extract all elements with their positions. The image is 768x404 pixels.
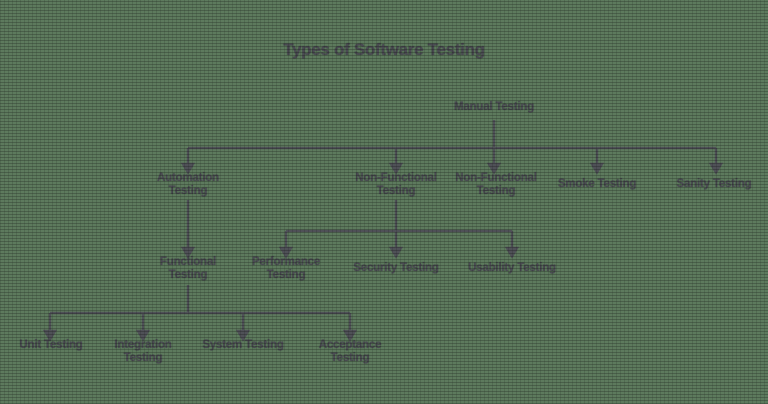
node-usability-testing[interactable]: Usability Testing xyxy=(468,262,556,274)
node-functional-testing[interactable]: Functional Testing xyxy=(159,256,217,281)
node-unit-testing[interactable]: Unit Testing xyxy=(19,339,83,351)
node-system-testing[interactable]: System Testing xyxy=(202,339,284,351)
page-title: Types of Software Testing xyxy=(283,40,485,59)
node-acceptance-testing[interactable]: Acceptance Testing xyxy=(318,339,382,364)
node-non-functional-testing-b[interactable]: Non-Functional Testing xyxy=(455,172,537,197)
node-automation-testing[interactable]: Automation Testing xyxy=(157,172,219,197)
node-sanity-testing[interactable]: Sanity Testing xyxy=(676,178,752,190)
node-security-testing[interactable]: Security Testing xyxy=(353,262,439,274)
node-non-functional-testing-a[interactable]: Non-Functional Testing xyxy=(355,172,437,197)
node-performance-testing[interactable]: Performance Testing xyxy=(251,256,321,281)
node-smoke-testing[interactable]: Smoke Testing xyxy=(557,178,637,190)
node-integration-testing[interactable]: Integration Testing xyxy=(114,339,172,364)
node-manual-testing[interactable]: Manual Testing xyxy=(453,101,535,113)
